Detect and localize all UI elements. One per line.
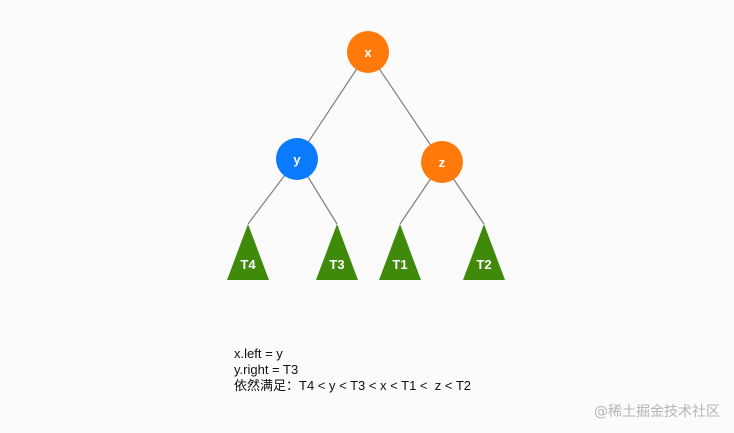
nodes-layer: x y z bbox=[276, 31, 463, 183]
node-x: x bbox=[347, 31, 389, 73]
node-y: y bbox=[276, 138, 318, 180]
subtree-t1: T1 bbox=[379, 224, 421, 280]
edge-x-z bbox=[367, 51, 443, 163]
subtree-label-t4: T4 bbox=[240, 257, 256, 272]
node-circle-x bbox=[347, 31, 389, 73]
watermark: @稀土掘金技术社区 bbox=[594, 404, 720, 420]
node-label-z: z bbox=[439, 155, 446, 170]
subtree-label-t1: T1 bbox=[392, 257, 407, 272]
subtree-label-t3: T3 bbox=[329, 257, 344, 272]
node-circle-y bbox=[276, 138, 318, 180]
subtree-t3: T3 bbox=[316, 224, 358, 280]
notes-text: x.left = y y.right = T3 依然满足：T4 < y < T3… bbox=[234, 346, 471, 394]
subtree-t2: T2 bbox=[463, 224, 505, 280]
subtree-triangle-t4 bbox=[227, 224, 269, 280]
subtree-label-t2: T2 bbox=[476, 257, 491, 272]
edges-layer bbox=[247, 51, 485, 225]
node-label-y: y bbox=[293, 152, 301, 167]
node-z: z bbox=[421, 141, 463, 183]
subtree-triangle-t1 bbox=[379, 224, 421, 280]
node-circle-z bbox=[421, 141, 463, 183]
subtrees-layer: T4 T3 T1 T2 bbox=[227, 224, 505, 280]
node-label-x: x bbox=[364, 45, 372, 60]
subtree-t4: T4 bbox=[227, 224, 269, 280]
note-line-2: y.right = T3 bbox=[234, 362, 299, 377]
subtree-triangle-t3 bbox=[316, 224, 358, 280]
subtree-triangle-t2 bbox=[463, 224, 505, 280]
note-line-1: x.left = y bbox=[234, 346, 283, 361]
note-line-3: 依然满足：T4 < y < T3 < x < T1 < z < T2 bbox=[234, 378, 471, 393]
edge-x-y bbox=[296, 51, 369, 160]
